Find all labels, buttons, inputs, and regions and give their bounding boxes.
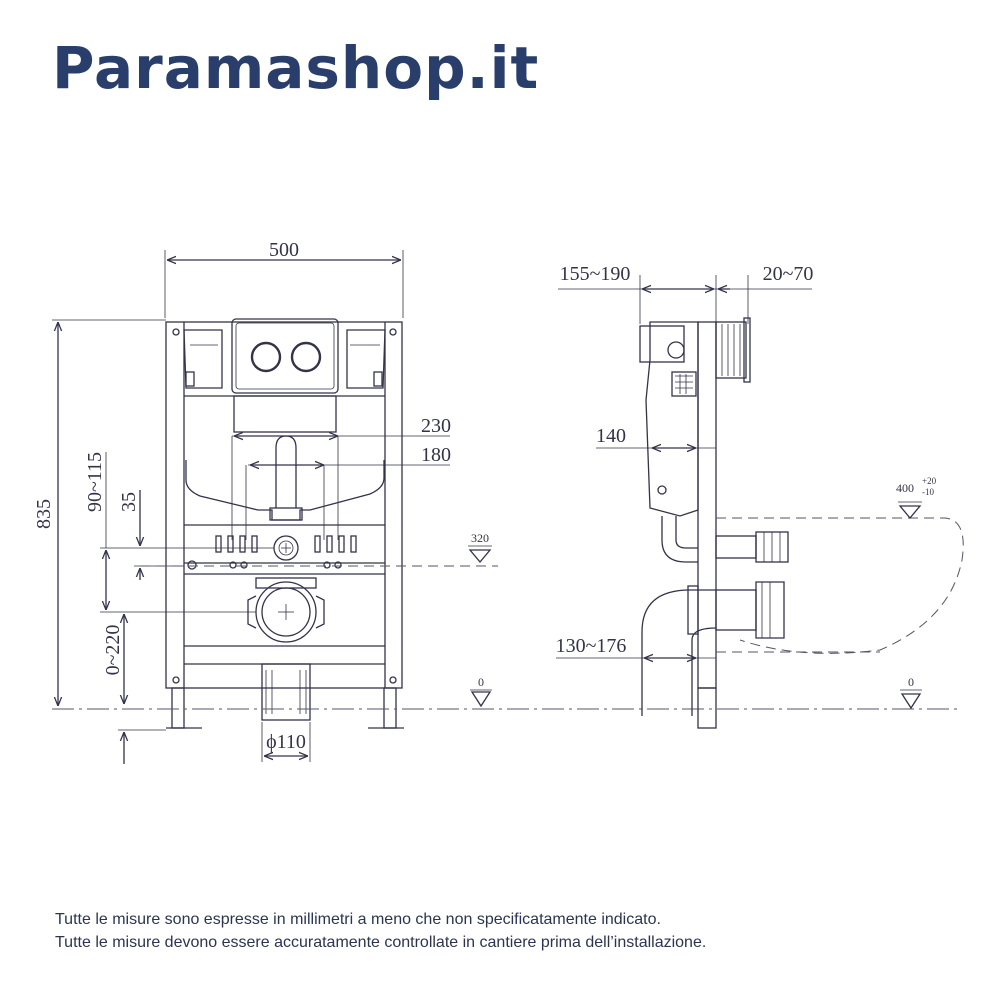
width-label: 500 [269, 239, 299, 261]
dim-180-label: 180 [421, 444, 451, 466]
brand-logo: Paramashop.it [52, 34, 540, 102]
side-view: 155~190 20~70 140 [556, 263, 964, 729]
dim-130-176-label: 130~176 [556, 635, 627, 657]
dim-155-190-label: 155~190 [560, 263, 631, 285]
mounting-studs [187, 535, 357, 570]
note-measurements-unit: Tutte le misure sono espresse in millime… [55, 911, 661, 928]
frame [165, 321, 403, 689]
drain-pipe [261, 663, 311, 721]
note-measurements-check: Tutte le misure devono essere accuratame… [55, 934, 707, 951]
side-level-0-label: 0 [908, 675, 914, 689]
dim-35-label: 35 [118, 492, 140, 512]
dim-230-label: 230 [421, 415, 451, 437]
cistern-side [645, 321, 699, 517]
front-view: 500 [33, 239, 498, 764]
level-400-label: 400 [896, 481, 914, 495]
level-320-label: 320 [471, 531, 489, 545]
flush-button-large [250, 341, 282, 373]
dim-140-label: 140 [596, 425, 626, 447]
level-400-tol-plus: +20 [922, 476, 937, 486]
dim-20-70-label: 20~70 [763, 263, 814, 285]
pipe-diameter-label: ϕ110 [266, 731, 306, 753]
dim-0-220-label: 0~220 [102, 625, 124, 676]
flush-button-small [290, 341, 322, 373]
dim-90-115-label: 90~115 [84, 452, 106, 512]
flush-plate [231, 318, 339, 394]
frame-side [697, 321, 717, 689]
height-label: 835 [33, 499, 55, 529]
front-level-0-label: 0 [478, 675, 484, 689]
level-400-tol-minus: -10 [922, 487, 934, 497]
wc-outline [716, 517, 964, 654]
